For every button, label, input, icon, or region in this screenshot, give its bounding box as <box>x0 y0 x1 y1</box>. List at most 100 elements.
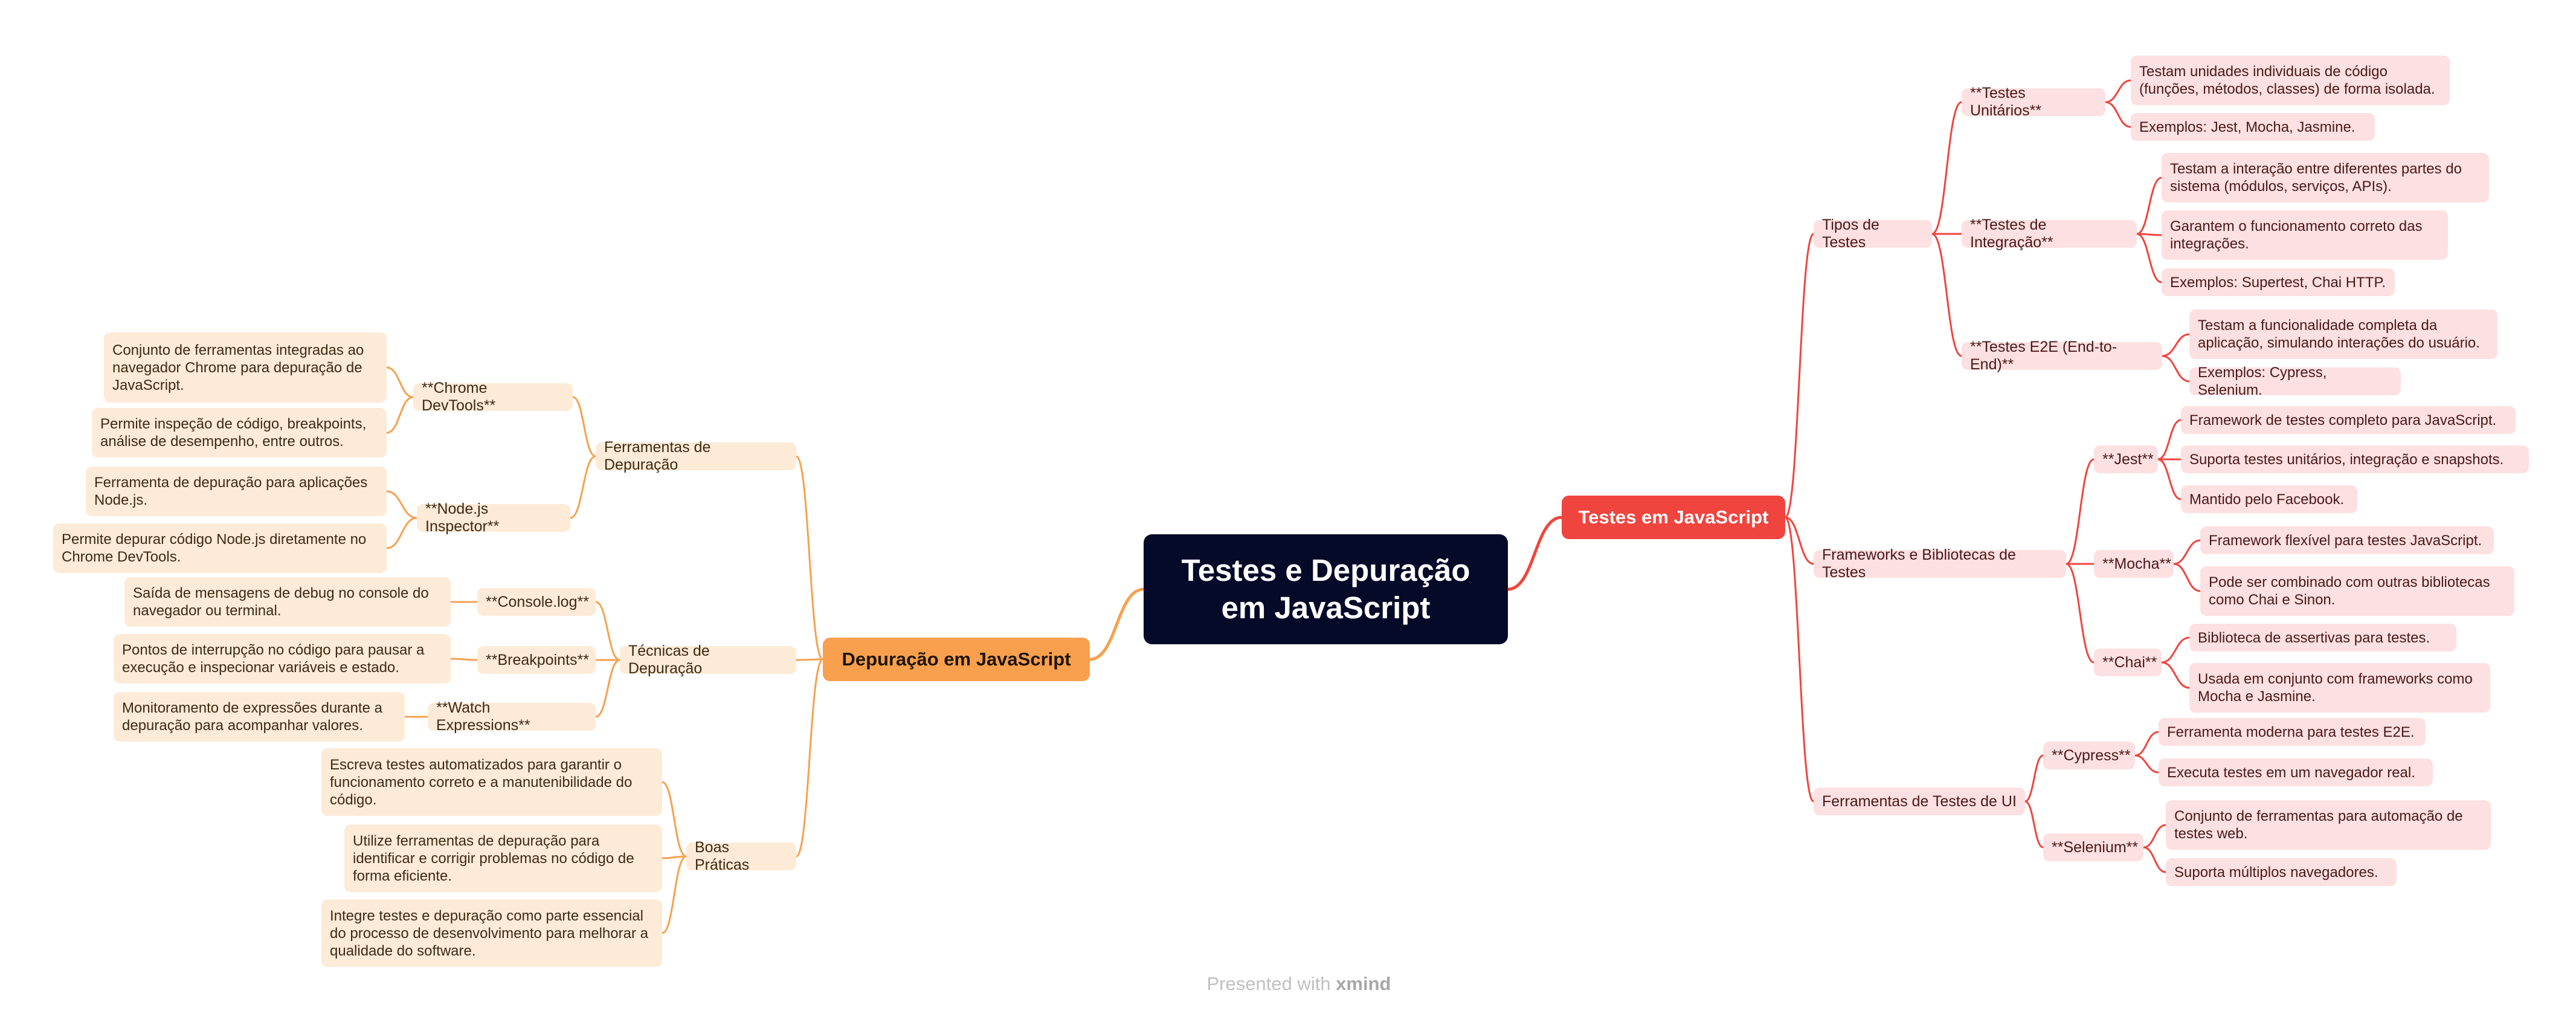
leaf-mocha-combinado[interactable]: Pode ser combinado com outras biblioteca… <box>2200 566 2514 616</box>
xmind-logo: xmind <box>1336 973 1391 994</box>
subtopic-tipos-de-testes[interactable]: Tipos de Testes <box>1814 216 1932 251</box>
subtopic-ferramentas-ui[interactable]: Ferramentas de Testes de UI <box>1814 788 2025 815</box>
subtopic-testes-integracao[interactable]: **Testes de Integração** <box>1962 216 2137 251</box>
central-topic[interactable]: Testes e Depuração em JavaScript <box>1144 534 1508 644</box>
connector-subtopic-nodejs-inspector <box>569 455 597 519</box>
subtopic-selenium[interactable]: **Selenium** <box>2043 833 2143 861</box>
connector-subtopic-console-log <box>594 601 621 661</box>
connector-leaf-chai-usada <box>2160 661 2191 689</box>
leaf-pratica-integre[interactable]: Integre testes e depuração como parte es… <box>321 899 662 967</box>
connector-subtopic-tipos-de-testes <box>1784 233 1815 519</box>
topic-depuracao-em-javascript[interactable]: Depuração em JavaScript <box>823 638 1090 681</box>
leaf-mocha-flexivel[interactable]: Framework flexível para testes JavaScrip… <box>2200 526 2494 554</box>
subtopic-chai[interactable]: **Chai** <box>2094 649 2162 676</box>
connector-leaf-selenium-conjunto <box>2142 824 2167 849</box>
connector-subtopic-tecnicas-depuracao <box>795 658 824 661</box>
subtopic-jest[interactable]: **Jest** <box>2094 445 2158 473</box>
connector-leaf-e2e-exemplos <box>2161 355 2191 383</box>
leaf-pratica-ferramentas[interactable]: Utilize ferramentas de depuração para id… <box>344 824 662 892</box>
leaf-unitarios-exemplos[interactable]: Exemplos: Jest, Mocha, Jasmine. <box>2131 113 2375 141</box>
connector-subtopic-jest <box>2065 458 2095 565</box>
subtopic-frameworks[interactable]: Frameworks e Bibliotecas de Testes <box>1814 546 2066 581</box>
connector-subtopic-cypress <box>2024 754 2044 803</box>
connector-leaf-cypress-moderna <box>2134 731 2160 757</box>
leaf-unitarios-descricao[interactable]: Testam unidades individuais de código (f… <box>2131 56 2450 105</box>
connector-leaf-pratica-ferramentas <box>661 855 687 859</box>
subtopic-boas-praticas[interactable]: Boas Práticas <box>686 839 796 873</box>
central-topic-title: Testes e Depuração em JavaScript <box>1181 553 1470 625</box>
connector-leaf-jest-completo <box>2157 419 2182 461</box>
leaf-watch-expressions[interactable]: Monitoramento de expressões durante a de… <box>114 692 405 742</box>
subtopic-watch-expressions[interactable]: **Watch Expressions** <box>428 699 596 734</box>
connector-leaf-mocha-combinado <box>2172 563 2201 592</box>
connector-topic-testes-em-javascript <box>1506 516 1563 591</box>
connector-leaf-jest-mantido <box>2157 458 2182 500</box>
leaf-selenium-conjunto[interactable]: Conjunto de ferramentas para automação d… <box>2166 800 2491 850</box>
leaf-cypress-executa[interactable]: Executa testes em um navegador real. <box>2159 759 2433 786</box>
subtopic-nodejs-inspector[interactable]: **Node.js Inspector** <box>417 500 570 535</box>
leaf-jest-mantido[interactable]: Mantido pelo Facebook. <box>2181 485 2357 513</box>
leaf-devtools-conjunto[interactable]: Conjunto de ferramentas integradas ao na… <box>104 332 387 403</box>
connector-leaf-selenium-suporta <box>2142 846 2167 873</box>
leaf-cypress-moderna[interactable]: Ferramenta moderna para testes E2E. <box>2159 718 2426 746</box>
connector-leaf-unitarios-descricao <box>2104 79 2132 103</box>
leaf-breakpoints[interactable]: Pontos de interrupção no código para pau… <box>114 634 451 684</box>
leaf-chai-usada[interactable]: Usada em conjunto com frameworks como Mo… <box>2189 663 2490 713</box>
connector-leaf-pratica-integre <box>661 855 687 934</box>
leaf-pratica-testes[interactable]: Escreva testes automatizados para garant… <box>321 748 662 816</box>
connector-leaf-inspector-permite <box>385 517 418 549</box>
connector-leaf-unitarios-exemplos <box>2104 101 2132 128</box>
subtopic-ferramentas-depuracao[interactable]: Ferramentas de Depuração <box>596 439 796 473</box>
subtopic-console-log[interactable]: **Console.log** <box>477 588 596 616</box>
footer-prefix: Presented with <box>1206 973 1331 994</box>
leaf-console-log[interactable]: Saída de mensagens de debug no console d… <box>124 577 451 627</box>
leaf-selenium-suporta[interactable]: Suporta múltiplos navegadores. <box>2166 858 2397 886</box>
subtopic-chrome-devtools[interactable]: **Chrome DevTools** <box>413 380 573 414</box>
leaf-inspector-permite[interactable]: Permite depurar código Node.js diretamen… <box>53 523 387 573</box>
connector-subtopic-testes-e2e <box>1931 233 1963 357</box>
connector-leaf-integracao-exemplos <box>2136 233 2163 283</box>
connector-leaf-devtools-permite <box>385 396 414 434</box>
connector-subtopic-ferramentas-ui <box>1784 516 1815 803</box>
connector-leaf-mocha-flexivel <box>2172 539 2201 565</box>
connector-topic-depuracao-em-javascript <box>1088 587 1145 661</box>
leaf-jest-completo[interactable]: Framework de testes completo para JavaSc… <box>2181 406 2516 434</box>
subtopic-breakpoints[interactable]: **Breakpoints** <box>477 646 596 674</box>
connector-subtopic-ferramentas-depuracao <box>795 455 824 661</box>
topic-depuracao-em-javascript-label: Depuração em JavaScript <box>842 649 1071 670</box>
connector-leaf-pratica-testes <box>661 781 687 858</box>
subtopic-cypress[interactable]: **Cypress** <box>2043 742 2135 769</box>
leaf-devtools-permite[interactable]: Permite inspeção de código, breakpoints,… <box>92 408 387 458</box>
leaf-jest-suporta[interactable]: Suporta testes unitários, integração e s… <box>2181 445 2529 473</box>
connector-subtopic-chrome-devtools <box>572 396 597 458</box>
subtopic-mocha[interactable]: **Mocha** <box>2094 550 2174 578</box>
presented-with-footer: Presented with xmind <box>1184 973 1414 995</box>
leaf-e2e-exemplos[interactable]: Exemplos: Cypress, Selenium. <box>2189 364 2401 398</box>
connector-leaf-chai-assertivas <box>2160 636 2191 664</box>
connector-leaf-inspector-ferramenta <box>385 490 418 519</box>
leaf-integracao-garantem[interactable]: Garantem o funcionamento correto das int… <box>2162 210 2448 260</box>
leaf-e2e-descricao[interactable]: Testam a funcionalidade completa da apli… <box>2189 309 2497 359</box>
subtopic-testes-e2e[interactable]: **Testes E2E (End-to-End)** <box>1962 338 2162 373</box>
connector-subtopic-testes-unitarios <box>1931 101 1963 235</box>
leaf-inspector-ferramenta[interactable]: Ferramenta de depuração para aplicações … <box>86 467 387 516</box>
topic-testes-em-javascript[interactable]: Testes em JavaScript <box>1562 496 1785 539</box>
subtopic-tecnicas-depuracao[interactable]: Técnicas de Depuração <box>620 642 796 677</box>
leaf-chai-assertivas[interactable]: Biblioteca de assertivas para testes. <box>2189 624 2456 652</box>
connector-leaf-cypress-executa <box>2134 754 2160 774</box>
connector-leaf-breakpoints <box>449 658 478 661</box>
connector-leaf-devtools-conjunto <box>385 366 414 398</box>
connector-subtopic-chai <box>2065 563 2095 664</box>
leaf-integracao-descricao[interactable]: Testam a interação entre diferentes part… <box>2162 153 2489 202</box>
connector-leaf-e2e-descricao <box>2161 333 2191 357</box>
topic-testes-em-javascript-label: Testes em JavaScript <box>1578 506 1769 528</box>
connector-subtopic-selenium <box>2024 800 2044 849</box>
connector-leaf-integracao-descricao <box>2136 176 2163 235</box>
subtopic-testes-unitarios[interactable]: **Testes Unitários** <box>1962 85 2105 119</box>
connector-subtopic-frameworks <box>1784 516 1815 565</box>
connector-subtopic-boas-praticas <box>795 658 824 858</box>
leaf-integracao-exemplos[interactable]: Exemplos: Supertest, Chai HTTP. <box>2162 268 2395 296</box>
connector-subtopic-watch-expressions <box>594 659 621 718</box>
